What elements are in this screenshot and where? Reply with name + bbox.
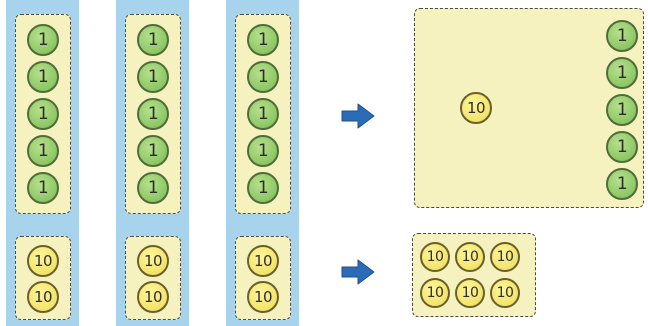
one-coin: 1 bbox=[606, 57, 638, 89]
one-coin: 1 bbox=[247, 24, 279, 56]
one-coin: 1 bbox=[137, 135, 169, 167]
one-coin: 1 bbox=[137, 61, 169, 93]
one-coin: 1 bbox=[27, 98, 59, 130]
ten-coin: 10 bbox=[460, 92, 492, 124]
right-arrow-icon bbox=[341, 259, 375, 285]
ten-coin: 10 bbox=[27, 245, 59, 277]
one-coin: 1 bbox=[27, 24, 59, 56]
ten-coin: 10 bbox=[27, 281, 59, 313]
right-arrow-icon bbox=[341, 103, 375, 129]
ten-coin: 10 bbox=[490, 278, 520, 308]
one-coin: 1 bbox=[247, 61, 279, 93]
one-coin: 1 bbox=[606, 131, 638, 163]
one-coin: 1 bbox=[606, 168, 638, 200]
one-coin: 1 bbox=[137, 98, 169, 130]
ten-coin: 10 bbox=[137, 245, 169, 277]
ten-coin: 10 bbox=[455, 278, 485, 308]
ten-coin: 10 bbox=[420, 278, 450, 308]
one-coin: 1 bbox=[247, 135, 279, 167]
one-coin: 1 bbox=[606, 20, 638, 52]
ten-coin: 10 bbox=[137, 281, 169, 313]
one-coin: 1 bbox=[27, 135, 59, 167]
one-coin: 1 bbox=[27, 172, 59, 204]
ten-coin: 10 bbox=[420, 242, 450, 272]
one-coin: 1 bbox=[27, 61, 59, 93]
ten-coin: 10 bbox=[247, 245, 279, 277]
one-coin: 1 bbox=[247, 172, 279, 204]
ten-coin: 10 bbox=[455, 242, 485, 272]
one-coin: 1 bbox=[137, 24, 169, 56]
ten-coin: 10 bbox=[247, 281, 279, 313]
one-coin: 1 bbox=[247, 98, 279, 130]
ten-coin: 10 bbox=[490, 242, 520, 272]
one-coin: 1 bbox=[606, 94, 638, 126]
one-coin: 1 bbox=[137, 172, 169, 204]
result-panel-top bbox=[414, 8, 644, 208]
